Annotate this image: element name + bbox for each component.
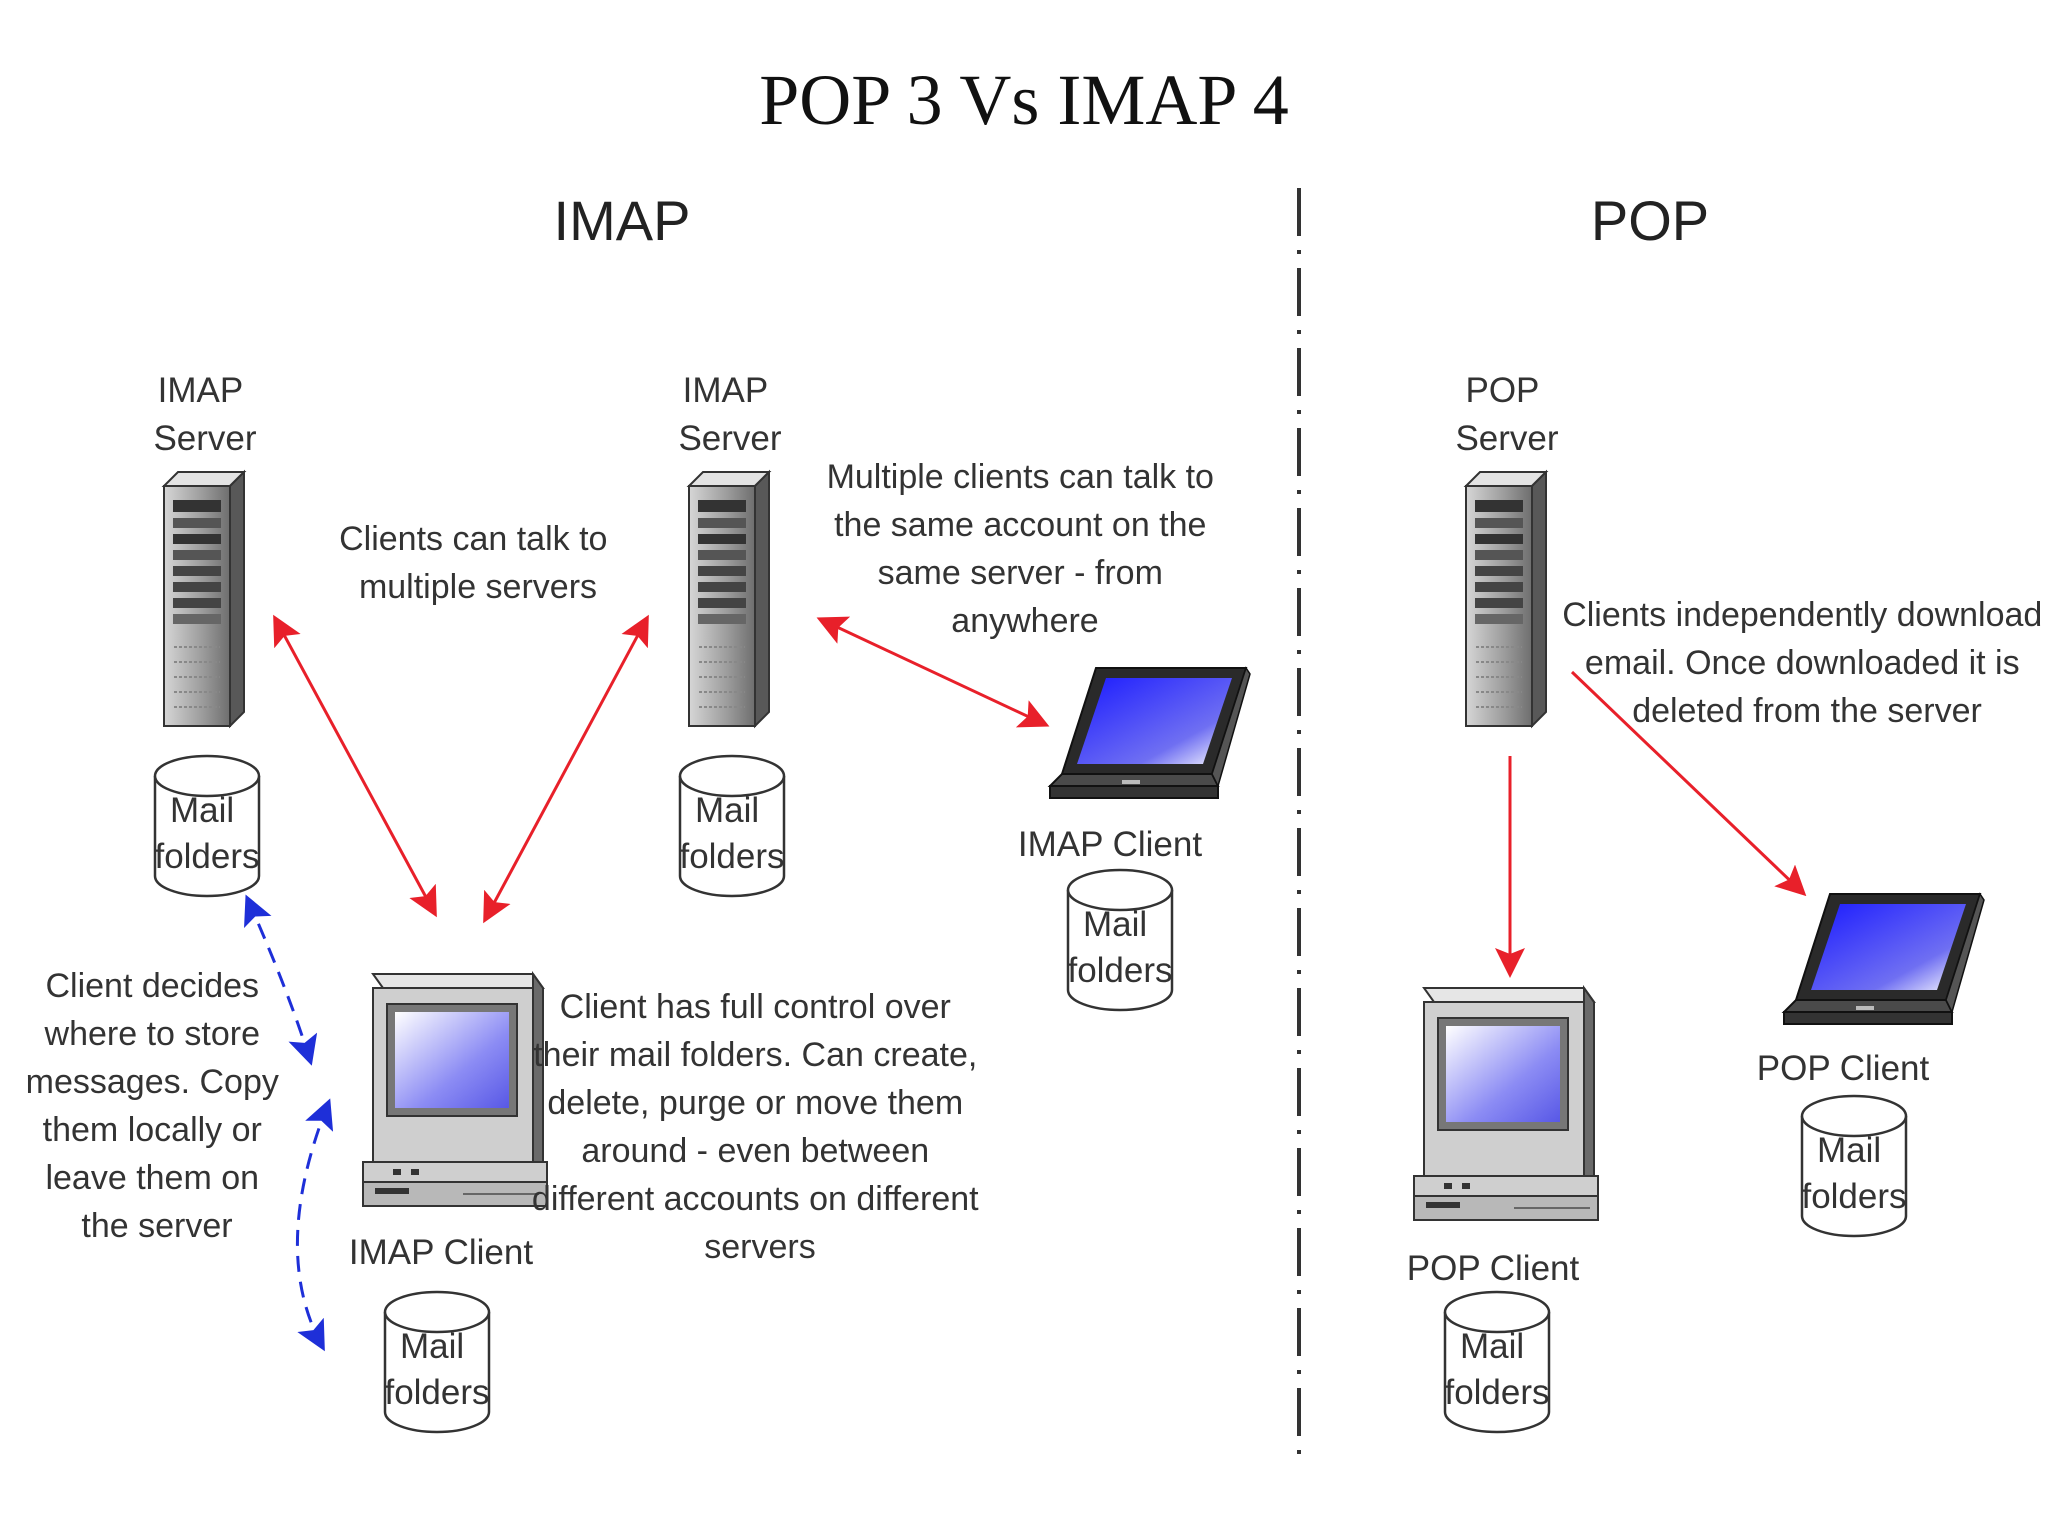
- note-client-decides: Client decides where to store messages. …: [26, 967, 289, 1245]
- arrow-pop-server-laptop: [1570, 670, 1807, 897]
- pop-server-label-line2: Server: [1455, 419, 1558, 458]
- imap-laptop-client-label: IMAP Client: [1018, 825, 1202, 864]
- imap-desktop-client-label: IMAP Client: [349, 1233, 533, 1272]
- note-pop-download: Clients independently download email. On…: [1562, 596, 2048, 730]
- mail-folders-label: Mail folders: [1444, 1327, 1549, 1412]
- server-tower-icon: [1465, 471, 1547, 727]
- mail-folders-label: Mail folders: [1801, 1131, 1906, 1216]
- imap-server-1-label-line2: Server: [153, 419, 256, 458]
- server-tower-icon: [688, 471, 770, 727]
- imap-server-2-label-line2: Server: [678, 419, 781, 458]
- arrow-server2-client: [483, 614, 649, 924]
- arrow-blue-local-folders: [295, 1098, 334, 1352]
- pop-laptop-client-label: POP Client: [1757, 1049, 1930, 1088]
- mail-folders-label: Mail folders: [679, 791, 784, 876]
- pop-server-label: POP Server: [1455, 371, 1558, 458]
- note-multiple-servers: Clients can talk to multiple servers: [339, 520, 617, 606]
- imap-server-1-label-line1: IMAP: [158, 371, 243, 410]
- note-full-control: Client has full control over their mail …: [532, 988, 988, 1266]
- laptop-icon: [1049, 667, 1251, 799]
- pop-server-label-line1: POP: [1465, 371, 1538, 410]
- imap-section-title: IMAP: [554, 189, 691, 252]
- laptop-icon: [1783, 893, 1985, 1025]
- desktop-computer-icon: [1413, 987, 1599, 1221]
- desktop-computer-icon: [362, 973, 548, 1207]
- page-title: POP 3 Vs IMAP 4: [759, 60, 1289, 140]
- imap-server-2-label: IMAP Server: [678, 371, 781, 458]
- mail-folders-label: Mail folders: [1067, 905, 1172, 990]
- imap-server-2-label-line1: IMAP: [683, 371, 768, 410]
- server-tower-icon: [163, 471, 245, 727]
- pop-desktop-client-label: POP Client: [1407, 1249, 1580, 1288]
- arrow-blue-server-folders: [244, 894, 318, 1066]
- note-multiple-clients: Multiple clients can talk to the same ac…: [827, 458, 1224, 640]
- pop-section-title: POP: [1591, 189, 1709, 252]
- mail-folders-label: Mail folders: [384, 1327, 489, 1412]
- mail-folders-label: Mail folders: [154, 791, 259, 876]
- arrow-server2-laptop: [816, 616, 1050, 728]
- imap-server-1-label: IMAP Server: [153, 371, 256, 458]
- arrow-server1-client: [273, 614, 437, 918]
